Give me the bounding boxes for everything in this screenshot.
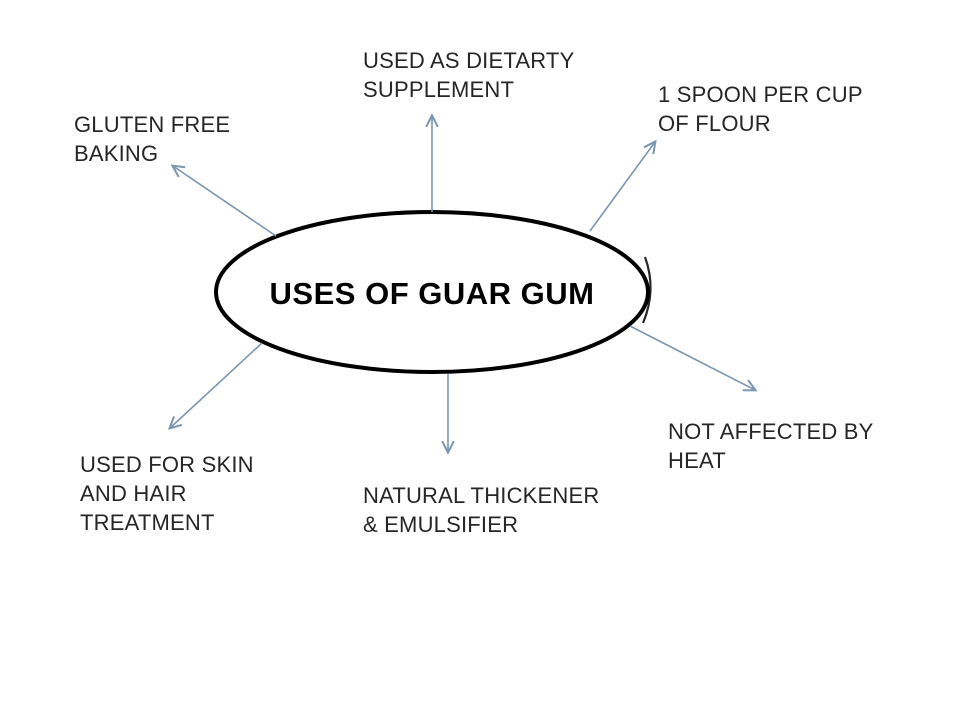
node-label-spoon-per-cup: 1 SPOON PER CUP OF FLOUR: [658, 82, 863, 136]
arrow-bottom-right: [629, 325, 755, 390]
arrow-top-left: [173, 166, 277, 237]
stray-arc-artifact: [641, 256, 652, 324]
node-label-natural-thickener: NATURAL THICKENER & EMULSIFIER: [363, 483, 600, 537]
arrow-top-right: [589, 142, 655, 232]
node-label-gluten-free-baking: GLUTEN FREE BAKING: [74, 112, 231, 166]
node-label-not-affected-heat: NOT AFFECTED BY HEAT: [668, 419, 874, 473]
node-label-dietary-supplement: USED AS DIETARTY SUPPLEMENT: [363, 48, 575, 102]
node-label-skin-hair-treatment: USED FOR SKIN AND HAIR TREATMENT: [80, 452, 254, 535]
center-node-label: USES OF GUAR GUM: [269, 276, 595, 311]
arrow-bottom-left: [170, 342, 263, 428]
